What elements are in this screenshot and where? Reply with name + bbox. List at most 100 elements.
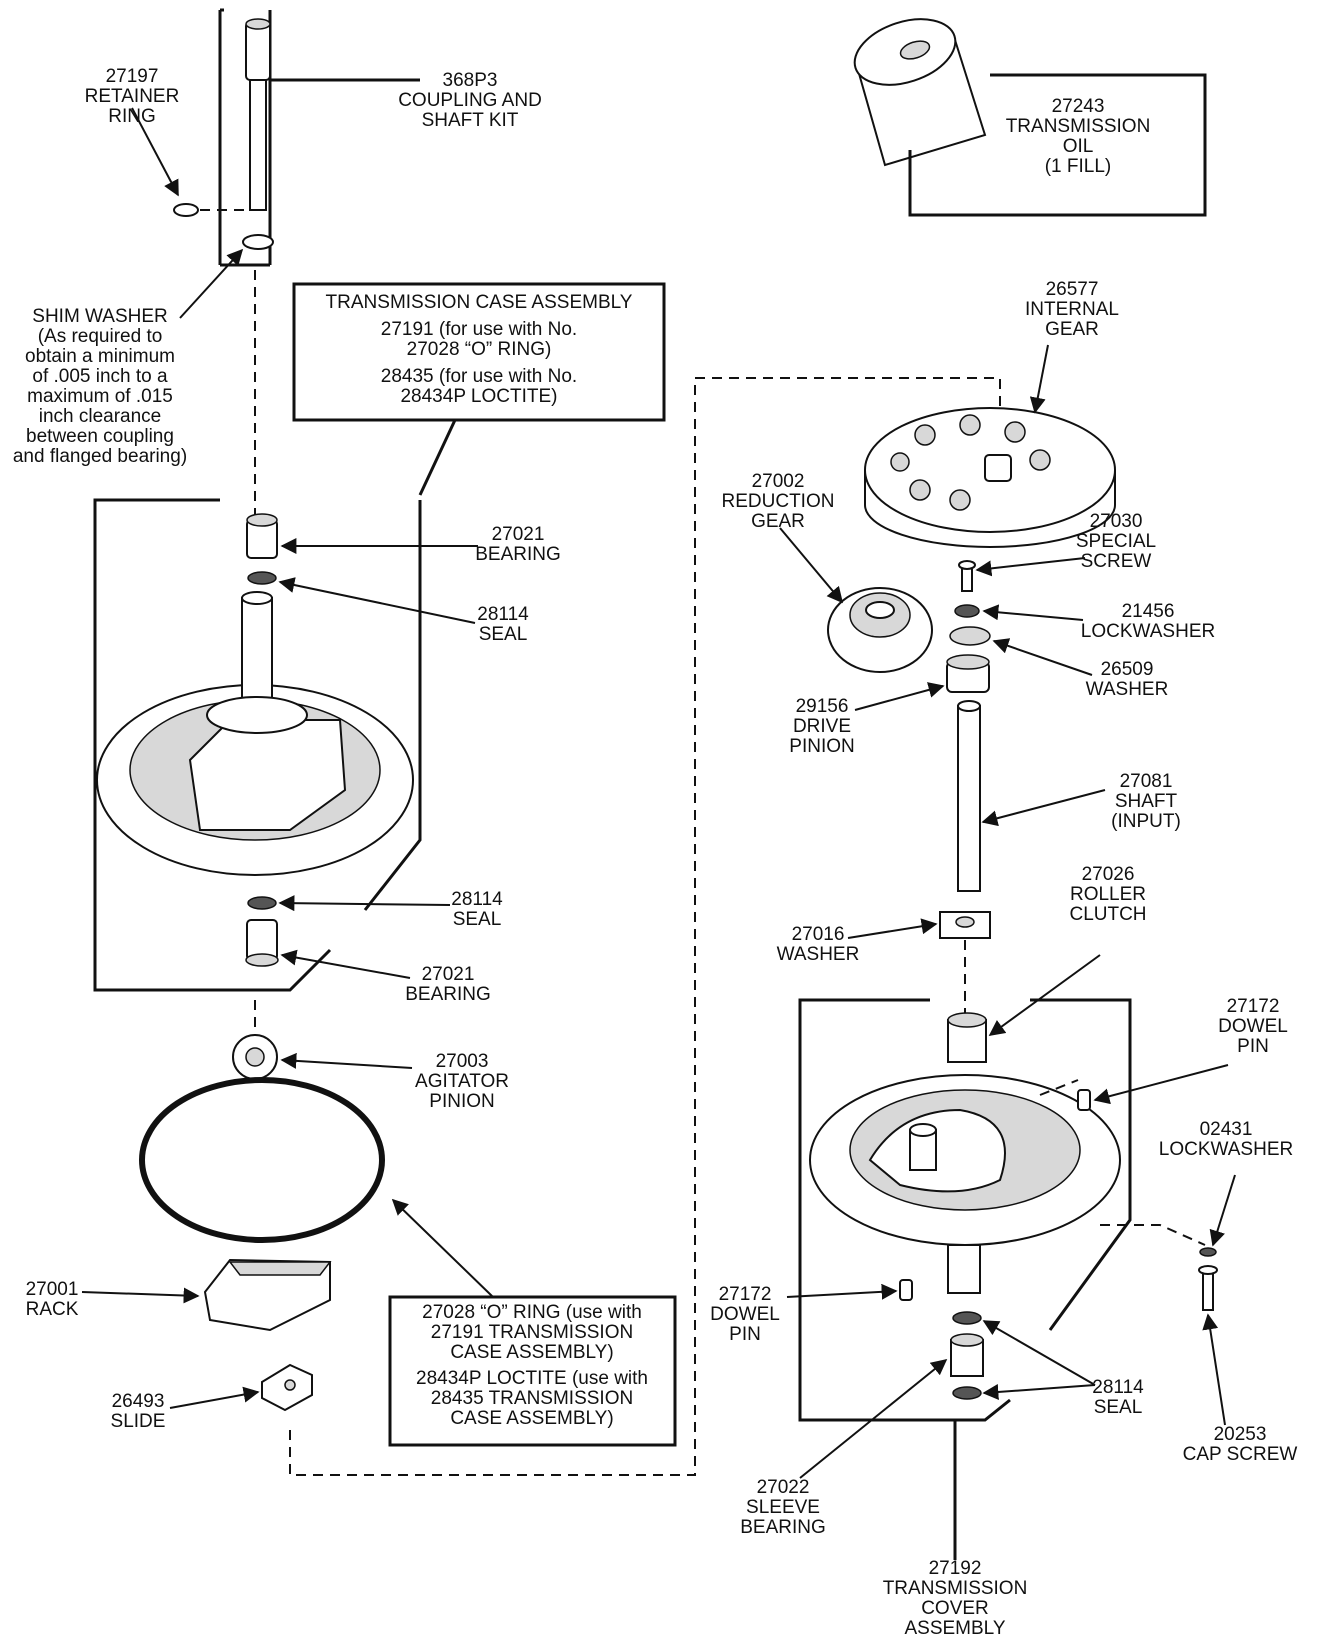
drive-pinion-label-line: 29156: [796, 696, 849, 717]
o-ring-note-label-line: CASE ASSEMBLY): [450, 1408, 613, 1429]
retainer-ring-arrow: [131, 107, 179, 197]
cap-screw-label-line: CAP SCREW: [1183, 1444, 1298, 1465]
washer-26509-part: [949, 626, 991, 646]
special-screw-label-line: 27030: [1090, 511, 1143, 532]
dowel-pin-left-label-line: DOWEL: [710, 1304, 780, 1325]
seal-right-label-line: SEAL: [1094, 1397, 1143, 1418]
roller-clutch-label-line: 27026: [1082, 864, 1135, 885]
label-dowel-pin-left: 27172 DOWEL PIN: [710, 1284, 780, 1345]
o-ring-note-label-line: 28435 TRANSMISSION: [431, 1388, 633, 1409]
coupling-kit-label-line: 368P3: [443, 70, 498, 91]
shaft-input-label-line: SHAFT: [1115, 791, 1178, 812]
internal-gear-label-line: INTERNAL: [1025, 299, 1119, 320]
case-assembly-label-line: 28435 (for use with No.: [381, 366, 577, 387]
agitator-pinion-label-line: 27003: [436, 1051, 489, 1072]
seal-right-upper-part: [952, 1311, 982, 1325]
label-slide: 26493 SLIDE: [111, 1391, 166, 1432]
slide-arrow: [169, 1386, 260, 1409]
roller-clutch-part: [947, 1012, 987, 1063]
seal-right-label-line: 28114: [1092, 1377, 1144, 1398]
washer-26509-label-line: 26509: [1101, 659, 1154, 680]
agitator-pinion-part: [232, 1034, 278, 1080]
bearing-bottom-arrow: [280, 949, 411, 979]
label-retainer-ring: 27197 RETAINER RING: [85, 66, 180, 127]
o-ring-note-label-line: 27191 TRANSMISSION: [431, 1322, 633, 1343]
label-bearing-bottom: 27021 BEARING: [405, 964, 491, 1005]
oil-label-line: TRANSMISSION: [1006, 116, 1151, 137]
agitator-pinion-label-line: PINION: [429, 1091, 494, 1112]
cover-assembly-label-line: 27192: [929, 1558, 982, 1579]
label-drive-pinion: 29156 DRIVE PINION: [789, 696, 854, 757]
dowel-pin-left-arrow: [786, 1283, 898, 1300]
coupling-kit-label-line: SHAFT KIT: [422, 110, 519, 131]
o-ring-note-box: [388, 1295, 677, 1447]
retainer-ring-label-line: RING: [108, 106, 156, 127]
oil-label-line: (1 FILL): [1045, 156, 1112, 177]
dowel-pin-top-label-line: DOWEL: [1218, 1016, 1288, 1037]
cover-assembly-box: [798, 998, 1132, 1560]
rack-label-line: RACK: [26, 1299, 79, 1320]
bearing-top-label-line: BEARING: [475, 544, 561, 565]
coupling-kit-label-line: COUPLING AND: [398, 90, 542, 111]
washer-26509-label-line: WASHER: [1086, 679, 1169, 700]
agitator-pinion-arrow: [280, 1052, 413, 1069]
special-screw-part: [958, 560, 976, 592]
cap-screw-part: [1198, 1265, 1218, 1311]
label-dowel-pin-top: 27172 DOWEL PIN: [1218, 996, 1288, 1057]
bearing-bottom-label-line: BEARING: [405, 984, 491, 1005]
retainer-ring-label-line: RETAINER: [85, 86, 180, 107]
label-seal-top: 28114 SEAL: [477, 604, 529, 645]
reduction-gear-label-line: 27002: [752, 471, 805, 492]
left-dashed-connector: [289, 377, 1001, 1476]
dowel-pin-left-label-line: PIN: [729, 1324, 761, 1345]
slide-label-line: 26493: [112, 1391, 165, 1412]
lockwasher-02431-part: [1100, 1224, 1217, 1257]
dowel-pin-left-part: [899, 1279, 913, 1301]
label-roller-clutch: 27026 ROLLER CLUTCH: [1069, 864, 1146, 925]
label-bearing-top: 27021 BEARING: [475, 524, 561, 565]
lockwasher-02431-label-line: LOCKWASHER: [1159, 1139, 1293, 1160]
case-assembly-label-line: TRANSMISSION CASE ASSEMBLY: [326, 292, 633, 313]
label-case-assembly: TRANSMISSION CASE ASSEMBLY 27191 (for us…: [326, 292, 633, 407]
label-cover-assembly: 27192 TRANSMISSION COVER ASSEMBLY: [883, 1558, 1028, 1639]
lockwasher-21456-part: [954, 604, 980, 618]
reduction-gear-label-line: GEAR: [751, 511, 805, 532]
seal-right-lower-part: [952, 1386, 982, 1400]
seal-bottom-label-line: 28114: [451, 889, 503, 910]
drive-pinion-part: [946, 654, 990, 693]
shim-washer-label-line: between coupling: [26, 426, 174, 447]
label-lockwasher-21456: 21456 LOCKWASHER: [1081, 601, 1215, 642]
cover-assembly-label-line: TRANSMISSION: [883, 1578, 1028, 1599]
washer-27016-part: [939, 911, 991, 939]
shaft-input-label-line: (INPUT): [1111, 811, 1181, 832]
dowel-pin-top-arrow: [1093, 1064, 1229, 1105]
case-assembly-box: [93, 282, 666, 992]
seal-top-label-line: 28114: [477, 604, 529, 625]
seal-right-arrow-lower: [982, 1383, 1096, 1400]
cover-assembly-label-line: COVER: [921, 1598, 989, 1619]
lockwasher-02431-arrow: [1209, 1174, 1236, 1247]
label-rack: 27001 RACK: [26, 1279, 79, 1320]
washer-26509-arrow: [992, 638, 1093, 676]
drive-pinion-label-line: PINION: [789, 736, 854, 757]
coupling-shaft-part: [242, 18, 274, 250]
washer-27016-arrow: [847, 918, 938, 939]
shim-washer-label-line: SHIM WASHER: [32, 306, 167, 327]
bearing-bottom-part: [245, 919, 279, 967]
case-assembly-label-line: 27028 “O” RING): [407, 339, 552, 360]
shaft-input-arrow: [981, 789, 1106, 827]
washer-27016-label-line: WASHER: [777, 944, 860, 965]
rack-label-line: 27001: [26, 1279, 79, 1300]
seal-top-part: [247, 571, 277, 585]
internal-gear-label-line: 26577: [1046, 279, 1099, 300]
label-agitator-pinion: 27003 AGITATOR PINION: [415, 1051, 509, 1112]
retainer-ring-label-line: 27197: [106, 66, 159, 87]
special-screw-label-line: SCREW: [1081, 551, 1152, 572]
shim-washer-label-line: (As required to: [38, 326, 163, 347]
label-sleeve-bearing: 27022 SLEEVE BEARING: [740, 1477, 826, 1538]
cap-screw-label-line: 20253: [1214, 1424, 1267, 1445]
oil-label-box: [908, 73, 1207, 217]
internal-gear-label-line: GEAR: [1045, 319, 1099, 340]
dowel-pin-top-label-line: 27172: [1227, 996, 1280, 1017]
